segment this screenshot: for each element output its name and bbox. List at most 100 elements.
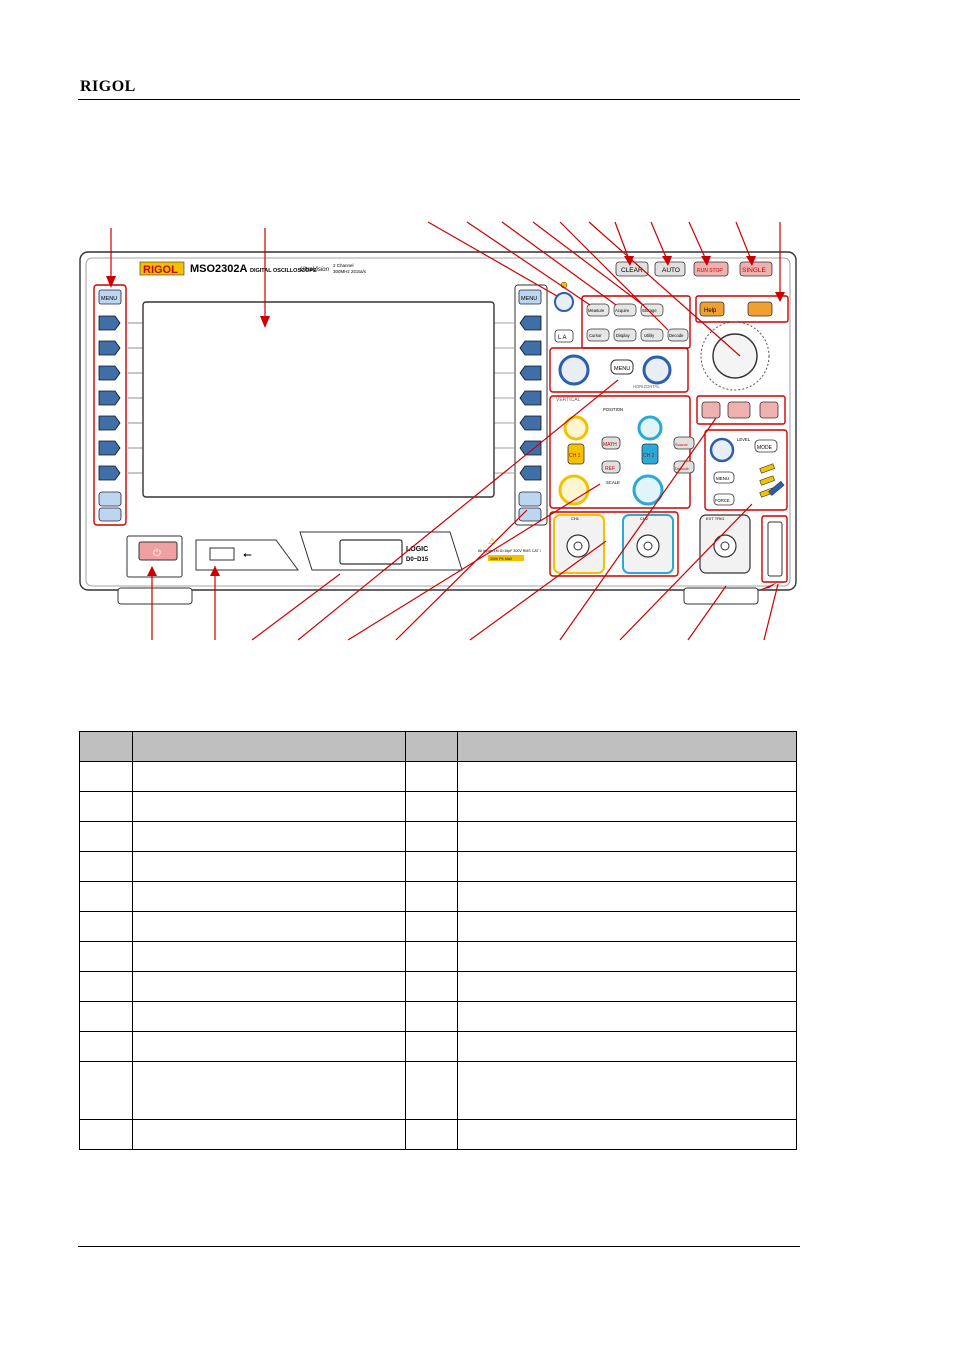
power-button bbox=[138, 541, 178, 561]
table-row bbox=[79, 1061, 797, 1120]
measure-label: Measure bbox=[588, 308, 605, 313]
la-knob bbox=[554, 292, 574, 312]
display-label: Display bbox=[616, 333, 631, 338]
table-cell bbox=[79, 791, 133, 822]
table-cell bbox=[131, 911, 406, 942]
left-softkey-6 bbox=[98, 440, 121, 456]
ext-bnc bbox=[713, 534, 737, 558]
table-cell bbox=[404, 1061, 459, 1120]
panel-ultravision: UltraVision bbox=[300, 267, 330, 273]
header-cell bbox=[131, 731, 406, 762]
table-cell bbox=[131, 1001, 406, 1032]
table-cell bbox=[457, 1001, 797, 1032]
ch1-button bbox=[567, 443, 585, 465]
probe-comp-slot bbox=[767, 521, 783, 577]
trigger-slope-icons bbox=[759, 463, 785, 498]
panel-logo: RIGOL bbox=[143, 264, 178, 276]
table-row bbox=[79, 881, 797, 912]
table-row bbox=[79, 1001, 797, 1032]
header-cell bbox=[457, 731, 797, 762]
ch2-button-label: CH 2 bbox=[643, 453, 655, 459]
right-softkey-6 bbox=[519, 440, 542, 456]
table-cell bbox=[457, 821, 797, 852]
trigger-mode-label: MODE bbox=[757, 445, 773, 451]
header-rule bbox=[78, 99, 800, 100]
table-cell bbox=[404, 1119, 459, 1150]
horizontal-position-knob bbox=[558, 354, 590, 386]
ext-bnc-center bbox=[720, 541, 730, 551]
table-row bbox=[79, 971, 797, 1002]
ext-input-label: EXT TRIG bbox=[706, 516, 724, 521]
parts-table bbox=[79, 731, 797, 1150]
callout-lines bbox=[110, 221, 781, 641]
math-button bbox=[601, 436, 621, 450]
trigger-level-label: LEVEL bbox=[737, 437, 751, 442]
vertical-box bbox=[549, 395, 691, 509]
table-cell bbox=[79, 761, 133, 792]
source-button bbox=[673, 436, 695, 450]
multifunction-knob-ring bbox=[700, 321, 770, 391]
right-softkeys bbox=[519, 315, 542, 481]
horizontal-menu-button bbox=[610, 359, 634, 375]
trigger-force-button bbox=[713, 493, 735, 506]
table-cell bbox=[404, 851, 459, 882]
screen-ticks bbox=[128, 322, 514, 474]
ch1-position-knob bbox=[563, 415, 589, 441]
foot-left bbox=[117, 587, 193, 605]
math-button-label: MATH bbox=[603, 442, 617, 448]
ch2-input-label: CH2 bbox=[640, 516, 649, 521]
run-control-1 bbox=[701, 401, 721, 419]
table-cell bbox=[457, 791, 797, 822]
utility-key bbox=[640, 328, 664, 342]
source-button-label: Source bbox=[675, 442, 688, 447]
panel-model-sub: DIGITAL OSCILLOSCOPE bbox=[250, 268, 317, 274]
lcd-screen bbox=[142, 301, 495, 498]
table-cell bbox=[79, 821, 133, 852]
run-stop-button bbox=[693, 261, 729, 277]
table-cell bbox=[404, 1001, 459, 1032]
table-cell bbox=[457, 881, 797, 912]
ch2-button bbox=[641, 443, 659, 465]
ref-button bbox=[601, 460, 621, 474]
table-cell bbox=[404, 911, 459, 942]
ch1-input-label: CH1 bbox=[571, 516, 580, 521]
table-cell bbox=[457, 941, 797, 972]
power-icon: ⏻ bbox=[153, 548, 161, 559]
right-menu-key bbox=[518, 289, 542, 305]
right-page-up bbox=[518, 491, 542, 507]
ch2-bnc-center bbox=[643, 541, 653, 551]
right-menu-label: MENU bbox=[521, 296, 537, 302]
ref-button-label: REF bbox=[605, 466, 615, 472]
run-control-3 bbox=[759, 401, 779, 419]
single-label: SINGLE bbox=[742, 267, 767, 274]
warning-tag bbox=[488, 555, 524, 561]
logic-connector bbox=[339, 539, 403, 565]
utility-label: Utility bbox=[644, 333, 655, 338]
auto-label: AUTO bbox=[662, 267, 680, 274]
table-row bbox=[79, 911, 797, 942]
table-row bbox=[79, 761, 797, 792]
table-cell bbox=[79, 881, 133, 912]
table-cell bbox=[404, 881, 459, 912]
table-cell bbox=[131, 821, 406, 852]
decode-fn-label: Decode bbox=[669, 333, 684, 338]
table-row bbox=[79, 1031, 797, 1062]
left-softkey-2 bbox=[98, 340, 121, 356]
horizontal-menu-label: MENU bbox=[614, 366, 630, 372]
warning-text-2: 300V PK MAX bbox=[490, 557, 513, 561]
horizontal-scale-knob bbox=[642, 355, 672, 385]
run-stop-label: RUN STOP bbox=[697, 268, 723, 274]
left-softkey-5 bbox=[98, 415, 121, 431]
right-softkey-1 bbox=[519, 315, 542, 331]
trigger-menu-button bbox=[713, 471, 735, 484]
logic-range: D0~D15 bbox=[406, 557, 429, 563]
ch1-scale-knob bbox=[558, 474, 590, 506]
cursor-key bbox=[586, 328, 610, 342]
clear-label: CLEAR bbox=[621, 267, 643, 274]
horizontal-box bbox=[549, 347, 689, 393]
front-panel-figure: RIGOL MSO2302A DIGITAL OSCILLOSCOPE Ultr… bbox=[79, 221, 797, 641]
table-cell bbox=[457, 1031, 797, 1062]
inputs-box bbox=[549, 511, 679, 577]
table-cell bbox=[404, 791, 459, 822]
usb-icon: ⭠ bbox=[243, 549, 252, 561]
